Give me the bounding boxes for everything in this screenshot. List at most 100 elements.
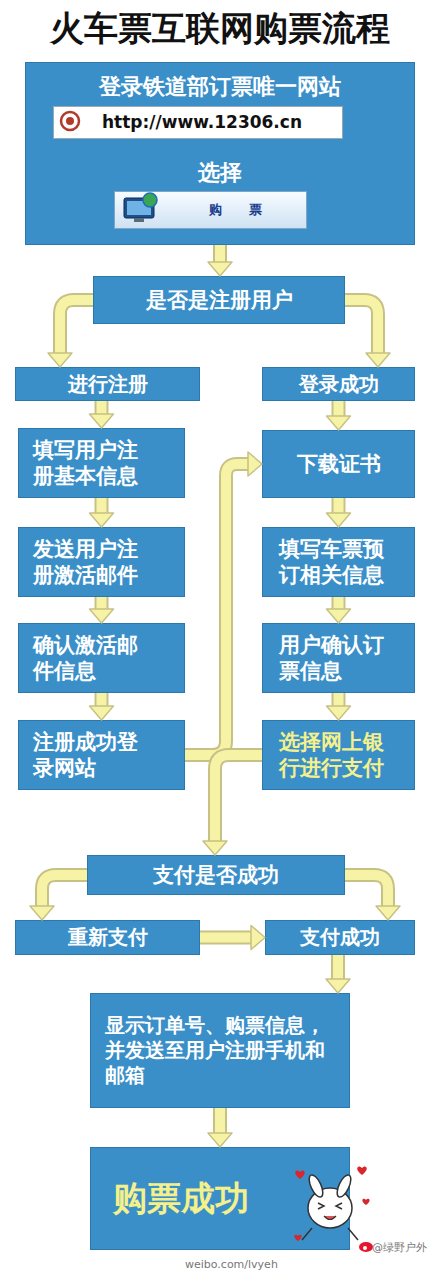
flow-arrow xyxy=(203,755,262,855)
weibo-logo-shape xyxy=(359,1242,373,1252)
flow-arrow xyxy=(327,401,351,430)
node-text: 重新支付 xyxy=(68,925,148,950)
arrow-head xyxy=(208,1133,232,1147)
node-text: 发送用户注册激活邮件 xyxy=(33,536,154,589)
process-box: 选择网上银行进行支付 xyxy=(262,720,415,790)
terminal-box: 购票成功 xyxy=(90,1147,350,1250)
panel-text: 选择 xyxy=(26,159,414,187)
arrow-body xyxy=(334,597,344,610)
arrow-body xyxy=(185,464,249,755)
arrow-body xyxy=(215,245,225,263)
flow-arrow xyxy=(200,926,265,950)
arrow-body xyxy=(333,955,343,980)
arrow-outline xyxy=(332,693,346,707)
arrow-head xyxy=(248,452,262,476)
arrow-outline xyxy=(345,300,378,354)
node-text: 填写用户注册基本信息 xyxy=(33,437,154,490)
watermark-text: weibo.com/lvyeh xyxy=(185,1258,278,1271)
arrow-body xyxy=(60,300,93,354)
arrow-outline xyxy=(185,464,249,755)
process-box: 显示订单号、购票信息，并发送至用户注册手机和邮箱 xyxy=(90,993,350,1108)
process-box: 登录成功 xyxy=(262,367,415,401)
process-box: 填写用户注册基本信息 xyxy=(18,428,185,498)
arrow-body xyxy=(345,875,388,907)
arrow-outline xyxy=(95,693,109,707)
arrow-body xyxy=(215,755,262,842)
weibo-logo xyxy=(359,1242,373,1252)
decision-box: 是否是注册用户 xyxy=(93,276,345,324)
node-text: 支付成功 xyxy=(300,925,380,950)
arrow-outline xyxy=(345,875,388,907)
arrow-body xyxy=(334,401,344,417)
arrow-head xyxy=(203,841,227,855)
weibo-logo-eye xyxy=(363,1246,367,1250)
arrow-outline xyxy=(213,245,227,263)
heart-symbol xyxy=(362,1199,369,1205)
flow-arrow xyxy=(327,498,351,527)
arrow-head xyxy=(366,353,390,367)
arrow-head xyxy=(327,706,351,720)
node-text: 进行注册 xyxy=(68,372,148,397)
arrow-outline xyxy=(95,498,109,514)
site-panel: 登录铁道部订票唯一网站选择 http://www.12306.cn 购 票 xyxy=(25,62,415,245)
panel-heading: 登录铁道部订票唯一网站 xyxy=(26,73,414,101)
url-bar: http://www.12306.cn xyxy=(53,106,343,139)
arrow-body xyxy=(97,693,107,707)
heart-symbol xyxy=(357,1166,367,1175)
process-box: 发送用户注册激活邮件 xyxy=(18,527,185,597)
process-box: 用户确认订票信息 xyxy=(262,623,415,693)
arrow-head xyxy=(208,262,232,276)
arrow-outline xyxy=(332,498,346,514)
arrow-head xyxy=(327,513,351,527)
arrow-outline xyxy=(42,875,87,907)
decision-box: 支付是否成功 xyxy=(87,855,345,895)
arrow-head xyxy=(327,609,351,623)
process-box: 注册成功登录网站 xyxy=(18,720,185,790)
node-text: 购票成功 xyxy=(113,1177,249,1220)
arrow-outline xyxy=(331,955,345,980)
arrow-body xyxy=(334,693,344,707)
flow-arrow xyxy=(90,597,114,623)
arrow-head xyxy=(90,513,114,527)
arrow-head xyxy=(90,414,114,428)
arrow-body xyxy=(97,597,107,610)
arrow-head xyxy=(30,906,54,920)
flow-arrow xyxy=(208,245,232,276)
node-text: 登录成功 xyxy=(299,372,379,397)
flow-arrow xyxy=(185,452,262,755)
page-title: 火车票互联网购票流程 xyxy=(0,6,440,50)
process-box: 填写车票预订相关信息 xyxy=(262,527,415,597)
process-box: 支付成功 xyxy=(265,920,415,955)
flow-arrow xyxy=(30,875,87,920)
arrow-outline xyxy=(213,1108,227,1134)
arrow-body xyxy=(345,300,378,354)
arrow-body xyxy=(200,933,252,943)
arrow-head xyxy=(251,926,265,950)
flow-arrow xyxy=(345,875,400,920)
flow-arrow xyxy=(327,693,351,720)
flow-arrow xyxy=(90,498,114,527)
node-text: http://www.12306.cn xyxy=(102,112,302,133)
node-text: 下载证书 xyxy=(297,451,381,477)
node-text: 选择网上银行进行支付 xyxy=(279,729,394,782)
arrow-head xyxy=(90,609,114,623)
node-text: 是否是注册用户 xyxy=(146,287,293,313)
process-box: 进行注册 xyxy=(15,367,200,401)
arrow-outline xyxy=(332,401,346,417)
arrow-outline xyxy=(95,401,109,415)
buy-button: 购 票 xyxy=(114,191,307,229)
arrow-body xyxy=(97,401,107,415)
arrow-head xyxy=(90,706,114,720)
arrow-body xyxy=(97,498,107,514)
node-text: 填写车票预订相关信息 xyxy=(279,536,394,589)
flow-arrow xyxy=(327,597,351,623)
flow-arrow xyxy=(345,300,390,367)
node-text: 确认激活邮件信息 xyxy=(33,632,154,685)
arrow-outline xyxy=(200,931,252,945)
arrow-body xyxy=(215,1108,225,1134)
flow-arrow xyxy=(90,401,114,428)
watermark-text: @绿野户外 xyxy=(372,1240,427,1255)
flow-arrow xyxy=(48,300,93,367)
node-text: 注册成功登录网站 xyxy=(33,729,154,782)
